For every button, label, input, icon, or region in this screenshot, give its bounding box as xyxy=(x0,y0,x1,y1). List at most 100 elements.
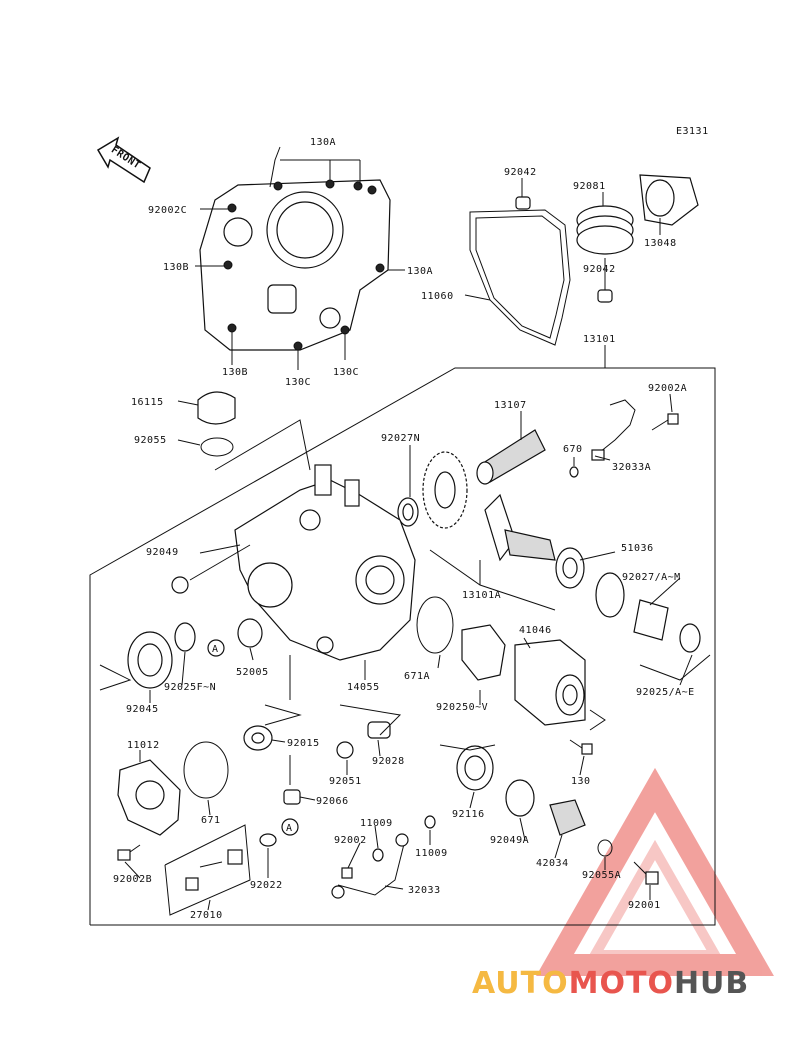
label-130B-a: 130B xyxy=(163,262,189,273)
leader-lines xyxy=(99,146,711,911)
housing-41046 xyxy=(514,639,586,726)
label-11012: 11012 xyxy=(127,740,160,751)
seal-52005 xyxy=(237,618,263,648)
bracket-32033 xyxy=(331,833,409,899)
seal-92049A xyxy=(505,779,535,817)
cover-11012 xyxy=(117,759,181,836)
breather-assembly-27010 xyxy=(164,824,251,916)
label-13101A: 13101A xyxy=(462,590,501,601)
label-92055A: 92055A xyxy=(582,870,621,881)
label-92081: 92081 xyxy=(573,181,606,192)
ring-670 xyxy=(569,466,579,478)
bracket-32033A xyxy=(599,399,636,453)
label-92042-b: 92042 xyxy=(583,264,616,275)
label-92025O-V: 920250~V xyxy=(436,702,488,713)
gasket-92025O xyxy=(461,624,506,681)
label-92116: 92116 xyxy=(452,809,485,820)
diagram-code: E3131 xyxy=(676,126,709,137)
part-number-labels: E3131 130A 92002C 130B 130A 130B 130C 13… xyxy=(113,126,709,921)
assembly-outline xyxy=(89,367,716,926)
label-27010: 27010 xyxy=(190,910,223,921)
label-671: 671 xyxy=(201,815,221,826)
o-ring-671A xyxy=(416,596,454,654)
svg-text:A: A xyxy=(212,644,219,655)
label-41046: 41046 xyxy=(519,625,552,636)
label-13107: 13107 xyxy=(494,400,527,411)
dowel-pin-92042-a xyxy=(515,196,531,210)
label-92002A: 92002A xyxy=(648,383,687,394)
callout-a-2: A xyxy=(281,818,299,836)
label-670: 670 xyxy=(563,444,583,455)
bolt-92002B xyxy=(117,844,141,861)
label-130C-a: 130C xyxy=(285,377,311,388)
label-92025-A-E: 92025/A~E xyxy=(636,687,695,698)
label-671A: 671A xyxy=(404,671,430,682)
label-92027-A-M: 92027/A~M xyxy=(622,572,681,583)
washer-11009-a xyxy=(372,848,384,862)
label-130: 130 xyxy=(571,776,591,787)
label-130A-r: 130A xyxy=(407,266,433,277)
svg-text:A: A xyxy=(286,823,293,834)
bearing-92045 xyxy=(127,631,173,689)
svg-text:AUTOMOTOHUB: AUTOMOTOHUB xyxy=(472,966,749,1001)
label-52005: 52005 xyxy=(236,667,269,678)
label-92015: 92015 xyxy=(287,738,320,749)
shim-92025A xyxy=(679,623,701,653)
nut-92049 xyxy=(171,544,251,594)
label-92042-a: 92042 xyxy=(504,167,537,178)
label-14055: 14055 xyxy=(347,682,380,693)
label-92002B: 92002B xyxy=(113,874,152,885)
shim-92027 xyxy=(595,572,625,618)
callout-a-1: A xyxy=(207,639,225,657)
label-92049A: 92049A xyxy=(490,835,529,846)
dowel-pin-92042-b xyxy=(597,289,613,303)
label-92045: 92045 xyxy=(126,704,159,715)
label-11009-a: 11009 xyxy=(360,818,393,829)
o-ring-671 xyxy=(183,741,229,799)
label-32033: 32033 xyxy=(408,885,441,896)
bolt-92001 xyxy=(633,861,659,885)
front-arrow-icon: FRONT xyxy=(96,136,151,184)
label-130A-top: 130A xyxy=(310,137,336,148)
label-130B-b: 130B xyxy=(222,367,248,378)
crankcase-cover xyxy=(199,179,391,351)
washer-11009-b xyxy=(424,815,436,829)
label-42034: 42034 xyxy=(536,858,569,869)
gear-sprocket xyxy=(422,451,468,529)
label-92028: 92028 xyxy=(372,756,405,767)
label-13048: 13048 xyxy=(644,238,677,249)
label-92022: 92022 xyxy=(250,880,283,891)
bearing-92027N xyxy=(397,497,419,527)
label-92027N: 92027N xyxy=(381,433,420,444)
label-92002C: 92002C xyxy=(148,205,187,216)
label-13101: 13101 xyxy=(583,334,616,345)
label-92002: 92002 xyxy=(334,835,367,846)
spring-92081 xyxy=(576,205,634,255)
washer-92051 xyxy=(336,741,354,759)
collar-92028 xyxy=(367,721,391,739)
sleeve xyxy=(633,599,669,641)
coupling-42034 xyxy=(549,799,586,836)
cover-gasket xyxy=(469,209,571,346)
label-32033A: 32033A xyxy=(612,462,651,473)
damper-13048 xyxy=(639,174,699,226)
ring-92055A xyxy=(597,839,613,857)
bevel-gear-13101A xyxy=(484,493,556,562)
watermark-logo xyxy=(536,767,774,976)
washer-92022 xyxy=(259,833,277,847)
o-ring-92055 xyxy=(200,437,234,457)
label-16115: 16115 xyxy=(131,397,164,408)
label-130C-b: 130C xyxy=(333,367,359,378)
label-92066: 92066 xyxy=(316,796,349,807)
gear-case-14055 xyxy=(234,464,416,661)
bolt-92002A xyxy=(651,413,679,431)
shaft-13107 xyxy=(476,429,546,485)
label-11009-b: 11009 xyxy=(415,848,448,859)
nut-92015 xyxy=(243,725,273,751)
label-51036: 51036 xyxy=(621,543,654,554)
bearing-92116 xyxy=(456,745,494,791)
watermark-text: AUTOMOTOHUB xyxy=(472,966,749,1001)
label-92025F-N: 92025F~N xyxy=(164,682,216,693)
